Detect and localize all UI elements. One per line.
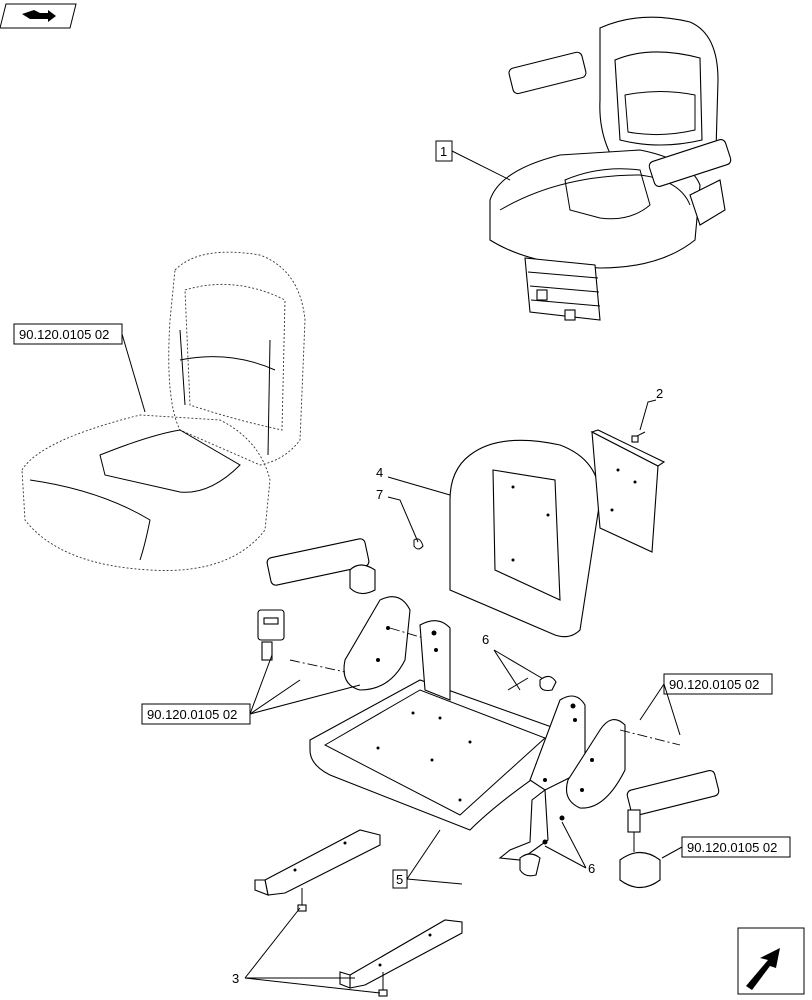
leader-7 bbox=[387, 496, 419, 543]
pins-right bbox=[498, 788, 565, 877]
ref-box-mid-left[interactable]: 90.120.0105 02 bbox=[141, 703, 251, 725]
leader-1 bbox=[451, 150, 511, 181]
seat-assembly bbox=[489, 16, 732, 321]
dash-right bbox=[619, 729, 681, 746]
cushion-back bbox=[449, 439, 601, 638]
ref-box-5[interactable]: 5 bbox=[392, 869, 408, 889]
slide-rail-lower bbox=[339, 919, 463, 989]
ref-label-2: 2 bbox=[656, 386, 663, 401]
leader-6a bbox=[493, 649, 546, 691]
ref-box-right-belt[interactable]: 90.120.0105 02 bbox=[681, 836, 791, 858]
left-buckle bbox=[257, 609, 285, 661]
leader-right-belt bbox=[661, 846, 683, 859]
pins-left bbox=[507, 675, 557, 692]
leader-3 bbox=[244, 907, 381, 994]
rail-bolts bbox=[297, 888, 388, 997]
ref-box-right-armrest[interactable]: 90.120.0105 02 bbox=[663, 673, 773, 695]
ref-label-6b: 6 bbox=[588, 861, 595, 876]
ref-label-5: 5 bbox=[396, 872, 403, 887]
ref-label-right-belt: 90.120.0105 02 bbox=[687, 840, 777, 855]
ref-label-mid-left: 90.120.0105 02 bbox=[147, 707, 237, 722]
leader-4 bbox=[387, 476, 451, 496]
leader-top-left bbox=[121, 333, 146, 413]
ghost-seat bbox=[21, 251, 306, 571]
dash-left bbox=[289, 627, 431, 673]
seat-frame bbox=[309, 620, 586, 831]
clip-part bbox=[413, 538, 424, 550]
leader-5 bbox=[406, 829, 463, 885]
right-armrest bbox=[565, 719, 720, 816]
ref-box-1[interactable]: 1 bbox=[435, 140, 453, 162]
ref-label-4: 4 bbox=[376, 465, 383, 480]
slide-rail-upper bbox=[254, 829, 381, 896]
ref-label-right-armrest: 90.120.0105 02 bbox=[669, 677, 759, 692]
ref-label-top-left: 90.120.0105 02 bbox=[19, 327, 109, 342]
bolt-top bbox=[631, 431, 646, 443]
right-belt bbox=[619, 809, 661, 889]
leader-mid-left bbox=[249, 654, 361, 715]
ref-label-7: 7 bbox=[376, 487, 383, 502]
leader-2 bbox=[639, 399, 657, 431]
leader-right-armrest bbox=[639, 683, 681, 736]
leader-6b bbox=[544, 821, 587, 869]
book-arrow-icon[interactable] bbox=[0, 3, 77, 29]
ref-label-1: 1 bbox=[440, 144, 447, 159]
next-page-arrow-icon[interactable] bbox=[737, 927, 805, 1000]
ref-box-top-left[interactable]: 90.120.0105 02 bbox=[13, 323, 123, 345]
ref-label-3: 3 bbox=[232, 971, 239, 986]
ref-label-6a: 6 bbox=[482, 632, 489, 647]
left-armrest bbox=[266, 538, 411, 691]
back-panel bbox=[590, 429, 666, 553]
